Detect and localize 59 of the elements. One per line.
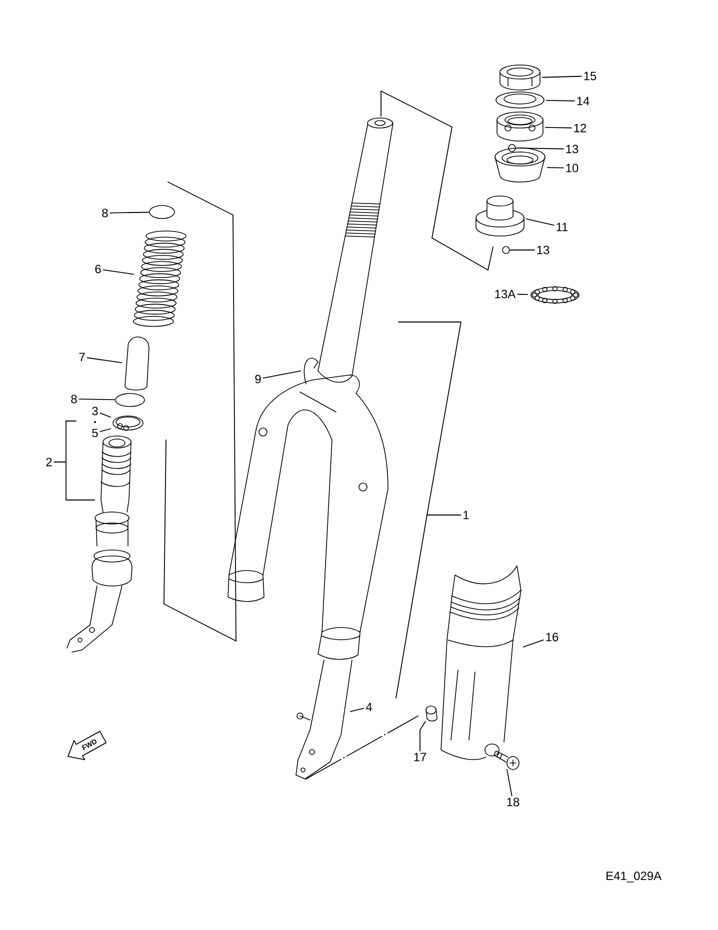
callout-number: 10 <box>566 164 578 172</box>
leader-line <box>262 370 302 378</box>
bolt-drawing <box>494 750 520 770</box>
callout-number: 18 <box>507 798 520 806</box>
leader-line <box>526 218 554 226</box>
leader-line <box>398 322 462 516</box>
leader-line <box>78 398 116 400</box>
leader-line <box>546 167 564 168</box>
callout-number: 16 <box>546 632 558 642</box>
inner-tube-drawing <box>94 436 132 562</box>
race-drawing <box>476 196 524 236</box>
callout-number: 15 <box>584 72 596 80</box>
leader-line <box>546 100 575 102</box>
leader-line <box>420 720 426 752</box>
callout-number: 5 <box>92 428 98 438</box>
leader-line <box>506 768 512 796</box>
leader-line <box>100 428 112 432</box>
callout-number: 14 <box>577 96 590 106</box>
nut-drawing <box>496 112 544 142</box>
callout-number: 8 <box>71 394 77 404</box>
callout-number: 3 <box>92 406 98 416</box>
drawing-code: E41_029A <box>606 872 662 882</box>
tube-drawing <box>124 336 150 390</box>
callout-number: 1 <box>464 510 469 520</box>
callout-number: 13 <box>537 246 550 254</box>
cap-drawing <box>149 205 175 219</box>
leader-line <box>350 708 364 712</box>
washer-drawing <box>496 92 544 108</box>
leader-line <box>517 294 528 295</box>
leader-line <box>110 212 150 214</box>
race-drawing <box>494 148 546 182</box>
callout-number: 6 <box>95 264 101 274</box>
leader-line <box>544 126 572 128</box>
callout-number: 2 <box>46 458 52 466</box>
callout-number: 12 <box>574 124 586 132</box>
leader-line <box>54 420 96 500</box>
callout-number: 13 <box>566 144 578 154</box>
bearing-drawing <box>530 286 580 304</box>
callout-number: 8 <box>102 208 108 218</box>
leader-line <box>100 412 112 418</box>
callout-number: 17 <box>414 752 426 762</box>
leader-line <box>522 640 544 648</box>
ring-drawing <box>112 416 144 431</box>
callout-number: 7 <box>79 352 85 362</box>
ball-drawing <box>502 246 510 254</box>
callout-number: 11 <box>556 222 568 232</box>
cover-drawing <box>440 566 522 760</box>
callout-number: 4 <box>366 702 372 712</box>
fork-drawing <box>228 118 394 660</box>
ball-drawing <box>508 144 516 152</box>
spring-drawing <box>133 230 186 327</box>
lock-nut-drawing <box>500 64 540 90</box>
leader-line <box>86 357 122 364</box>
collar-drawing <box>426 706 438 722</box>
fork-leg-drawing <box>296 660 352 780</box>
callout-number: 13A <box>495 290 516 298</box>
cap-drawing <box>115 393 145 407</box>
leader-line <box>102 269 134 275</box>
leader-line <box>542 76 582 78</box>
